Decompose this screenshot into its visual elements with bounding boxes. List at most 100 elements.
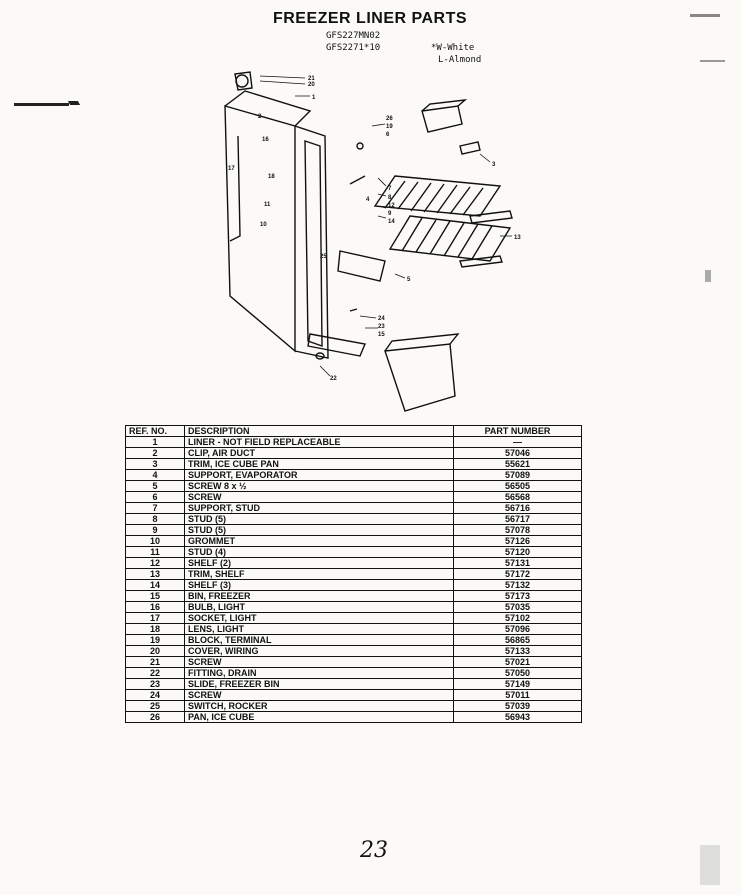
description-cell: BIN, FREEZER xyxy=(184,590,454,602)
scan-mark-left xyxy=(14,103,69,106)
freezer-bin xyxy=(384,343,456,412)
shelf-trim-lower xyxy=(459,255,503,268)
ref-cell: 11 xyxy=(125,546,185,558)
part-number-cell: 57021 xyxy=(453,656,582,668)
part-number-cell: 57035 xyxy=(453,601,582,613)
part-number-cell: 55621 xyxy=(453,458,582,470)
description-cell: SCREW 8 x ½ xyxy=(184,480,454,492)
callout-1: 1 xyxy=(312,95,316,101)
ref-cell: 20 xyxy=(125,645,185,657)
callout-12: 12 xyxy=(388,203,395,209)
ice-pan-trim xyxy=(459,141,481,155)
col-ref-no: REF. NO. xyxy=(125,425,185,437)
callout-2: 2 xyxy=(258,114,262,120)
callout-4: 4 xyxy=(366,197,370,203)
diagram-callouts: 21 20 1 26 19 6 3 2 16 17 18 11 10 7 8 1… xyxy=(228,76,521,382)
ice-cube-pan xyxy=(421,105,463,133)
evaporator-support xyxy=(356,142,364,150)
ref-cell: 9 xyxy=(125,524,185,536)
ref-cell: 17 xyxy=(125,612,185,624)
ref-cell: 4 xyxy=(125,469,185,481)
callout-15: 15 xyxy=(378,332,385,338)
ref-cell: 1 xyxy=(125,436,185,448)
description-cell: STUD (4) xyxy=(184,546,454,558)
freezer-bin-rim xyxy=(384,333,460,352)
callout-26: 26 xyxy=(386,116,393,122)
scan-mark-left-tip xyxy=(67,101,81,105)
description-cell: TRIM, SHELF xyxy=(184,568,454,580)
description-cell: SWITCH, ROCKER xyxy=(184,700,454,712)
part-number-cell: 57126 xyxy=(453,535,582,547)
ref-cell: 7 xyxy=(125,502,185,514)
ref-cell: 14 xyxy=(125,579,185,591)
description-cell: FITTING, DRAIN xyxy=(184,667,454,679)
part-number-cell: 57050 xyxy=(453,667,582,679)
ref-cell: 25 xyxy=(125,700,185,712)
description-cell: PAN, ICE CUBE xyxy=(184,711,454,723)
part-number-cell: 56865 xyxy=(453,634,582,646)
callout-24: 24 xyxy=(378,316,385,322)
upper-shelf xyxy=(373,175,502,217)
callout-13: 13 xyxy=(514,235,521,241)
description-cell: BULB, LIGHT xyxy=(184,601,454,613)
part-number-cell: 57011 xyxy=(453,689,582,701)
ref-cell: 15 xyxy=(125,590,185,602)
callout-6: 6 xyxy=(386,132,390,138)
col-part-number: PART NUMBER xyxy=(453,425,582,437)
part-number-cell: 56943 xyxy=(453,711,582,723)
liner-side-panel xyxy=(224,105,296,353)
part-number-cell: 57172 xyxy=(453,568,582,580)
ref-cell: 23 xyxy=(125,678,185,690)
model-number-2: GFS2271*10 xyxy=(326,43,381,53)
part-number-cell: 57046 xyxy=(453,447,582,459)
liner-top xyxy=(224,90,312,127)
ref-cell: 5 xyxy=(125,480,185,492)
part-number-cell: 57131 xyxy=(453,557,582,569)
scan-noise-right-4 xyxy=(700,845,720,885)
description-cell: SOCKET, LIGHT xyxy=(184,612,454,624)
part-number-cell: 56717 xyxy=(453,513,582,525)
description-cell: LINER - NOT FIELD REPLACEABLE xyxy=(184,436,454,448)
liner-front-frame xyxy=(294,125,329,359)
description-cell: STUD (5) xyxy=(184,513,454,525)
callout-21: 21 xyxy=(308,76,315,82)
callout-18: 18 xyxy=(268,174,275,180)
ref-cell: 2 xyxy=(125,447,185,459)
ref-cell: 26 xyxy=(125,711,185,723)
part-number-cell: 57096 xyxy=(453,623,582,635)
model-list: GFS227MN02 GFS2271*10 *W-White L-Almond xyxy=(326,30,546,66)
callout-23: 23 xyxy=(378,324,385,330)
callout-20: 20 xyxy=(308,82,315,88)
callout-11: 11 xyxy=(264,202,271,208)
color-code-white: *W-White xyxy=(431,43,475,53)
callout-17: 17 xyxy=(228,166,235,172)
callout-9: 9 xyxy=(388,211,392,217)
parts-table-header: REF. NO. DESCRIPTION PART NUMBER xyxy=(125,425,582,437)
part-number-cell: 57133 xyxy=(453,645,582,657)
description-cell: LENS, LIGHT xyxy=(184,623,454,635)
screw-24 xyxy=(349,308,358,312)
ref-cell: 12 xyxy=(125,557,185,569)
ref-cell: 21 xyxy=(125,656,185,668)
description-cell: SUPPORT, EVAPORATOR xyxy=(184,469,454,481)
part-number-cell: 57089 xyxy=(453,469,582,481)
description-cell: STUD (5) xyxy=(184,524,454,536)
description-cell: SCREW xyxy=(184,491,454,503)
